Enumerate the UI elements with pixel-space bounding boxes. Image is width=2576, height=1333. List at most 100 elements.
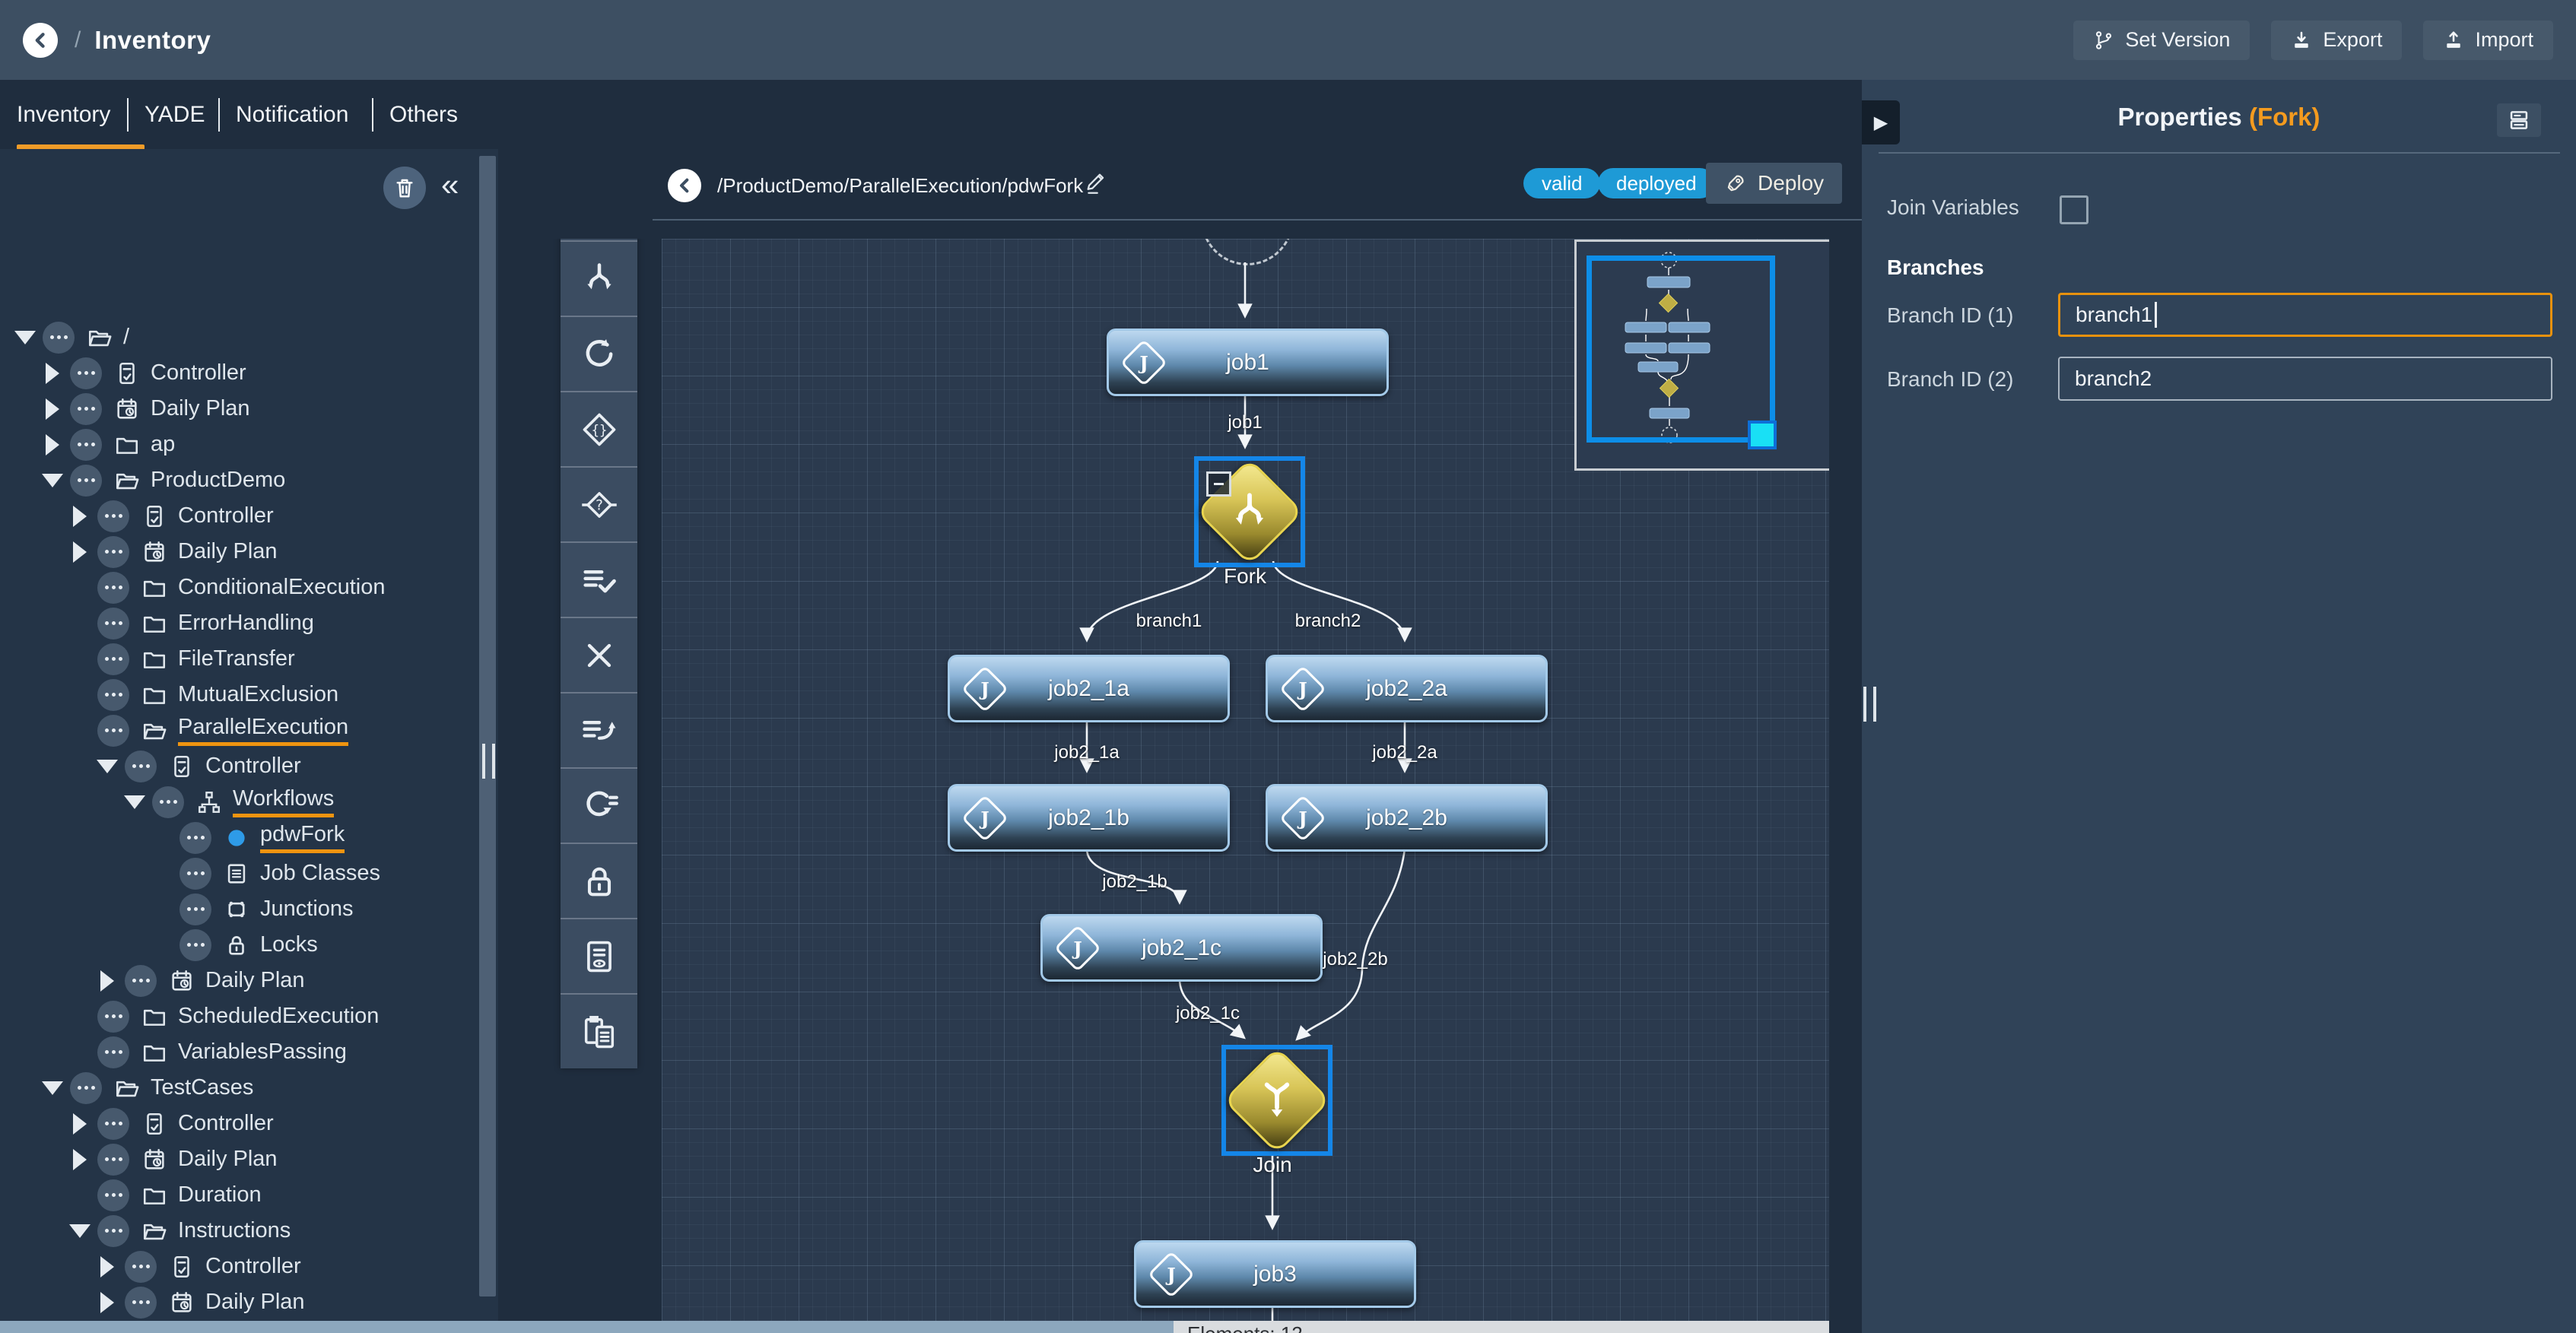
tree-item-scheduledexecution[interactable]: ScheduledExecution	[67, 998, 379, 1034]
row-menu-icon[interactable]	[125, 750, 157, 782]
tree-caret-icon[interactable]	[73, 1112, 87, 1135]
tree-caret-icon[interactable]	[100, 1291, 114, 1313]
row-menu-icon[interactable]	[125, 1286, 157, 1319]
tree-item-mutualexclusion[interactable]: MutualExclusion	[67, 677, 338, 713]
row-menu-icon[interactable]	[179, 821, 211, 854]
tab-notification[interactable]: Notification	[236, 101, 349, 127]
tree-caret-icon[interactable]	[46, 398, 59, 420]
palette-cycle-icon[interactable]	[561, 391, 637, 466]
tree-item-daily-plan[interactable]: Daily Plan	[94, 1284, 305, 1320]
tree-item-errorhandling[interactable]: ErrorHandling	[67, 605, 314, 641]
tree-item-controller[interactable]: Controller	[67, 1106, 274, 1141]
horizontal-scrollbar[interactable]	[0, 1321, 1174, 1333]
deploy-button[interactable]: Deploy	[1706, 163, 1843, 204]
row-menu-icon[interactable]	[179, 857, 211, 890]
row-menu-icon[interactable]	[97, 571, 129, 604]
tree-caret-icon[interactable]	[73, 1148, 87, 1170]
tree-item-locks[interactable]: Locks	[149, 927, 318, 963]
set-version-button[interactable]: Set Version	[2073, 20, 2250, 60]
tree-item-daily-plan[interactable]: Daily Plan	[67, 534, 278, 570]
minimap[interactable]	[1574, 240, 1829, 471]
tree-item-daily-plan[interactable]: Daily Plan	[94, 963, 305, 998]
row-menu-icon[interactable]	[97, 643, 129, 675]
row-menu-icon[interactable]	[97, 678, 129, 711]
sidebar-resize-handle[interactable]	[482, 744, 495, 779]
row-menu-icon[interactable]	[97, 714, 129, 747]
row-menu-icon[interactable]	[70, 357, 102, 389]
row-menu-icon[interactable]	[70, 464, 102, 497]
tree-item-conditionalexecution[interactable]: ConditionalExecution	[67, 570, 385, 605]
tree-item--[interactable]: /	[12, 319, 129, 355]
row-menu-icon[interactable]	[97, 1214, 129, 1247]
row-menu-icon[interactable]	[70, 392, 102, 425]
tree-caret-icon[interactable]	[69, 1224, 91, 1238]
tree-item-controller[interactable]: Controller	[40, 355, 246, 391]
tree-item-duration[interactable]: Duration	[67, 1177, 262, 1213]
palette-retry-icon[interactable]	[561, 316, 637, 391]
tree-item-filetransfer[interactable]: FileTransfer	[67, 641, 295, 677]
panel-menu-icon[interactable]	[2497, 103, 2541, 137]
tree-item-productdemo[interactable]: ProductDemo	[40, 462, 285, 498]
palette-post-notices-icon[interactable]	[561, 767, 637, 843]
tree-item-controller[interactable]: Controller	[94, 1249, 301, 1284]
export-button[interactable]: Export	[2271, 20, 2403, 60]
palette-lock-icon[interactable]	[561, 843, 637, 918]
workflow-back-button[interactable]	[668, 169, 701, 202]
tab-yade[interactable]: YADE	[145, 101, 205, 127]
palette-paste-icon[interactable]	[561, 993, 637, 1068]
tree-item-job-classes[interactable]: Job Classes	[149, 855, 380, 891]
tree-caret-icon[interactable]	[14, 330, 36, 344]
row-menu-icon[interactable]	[179, 928, 211, 961]
palette-prompt-icon[interactable]	[561, 918, 637, 993]
tree-caret-icon[interactable]	[42, 473, 63, 487]
branch-id-2-input[interactable]: branch2	[2058, 357, 2552, 401]
palette-finish-icon[interactable]	[561, 541, 637, 617]
tree-item-variablespassing[interactable]: VariablesPassing	[67, 1034, 347, 1070]
row-menu-icon[interactable]	[179, 893, 211, 925]
tree-caret-icon[interactable]	[46, 362, 59, 384]
row-menu-icon[interactable]	[70, 1071, 102, 1104]
tab-inventory[interactable]: Inventory	[17, 101, 111, 127]
palette-add-order-icon[interactable]	[561, 692, 637, 767]
row-menu-icon[interactable]	[97, 500, 129, 532]
tree-caret-icon[interactable]	[97, 759, 118, 773]
tree-item-instructions[interactable]: Instructions	[67, 1213, 291, 1249]
row-menu-icon[interactable]	[125, 964, 157, 997]
collapse-sidebar-icon[interactable]: «	[441, 167, 459, 202]
sidebar-vertical-scrollbar[interactable]	[479, 156, 496, 1297]
tree-caret-icon[interactable]	[73, 505, 87, 527]
fork-node-selected[interactable]	[1194, 456, 1305, 567]
back-button[interactable]	[23, 22, 58, 58]
collapse-fork-icon[interactable]	[1206, 471, 1231, 497]
palette-fail-icon[interactable]	[561, 617, 637, 692]
join-node-selected[interactable]	[1221, 1045, 1332, 1156]
tree-item-ap[interactable]: ap	[40, 427, 175, 462]
row-menu-icon[interactable]	[97, 1036, 129, 1068]
row-menu-icon[interactable]	[152, 786, 184, 818]
row-menu-icon[interactable]	[125, 1250, 157, 1283]
row-menu-icon[interactable]	[70, 428, 102, 461]
panel-resize-handle[interactable]	[1863, 687, 1876, 722]
row-menu-icon[interactable]	[43, 321, 75, 354]
panel-collapse-tab[interactable]: ▶	[1862, 100, 1900, 144]
tree-item-daily-plan[interactable]: Daily Plan	[40, 391, 250, 427]
tree-item-daily-plan[interactable]: Daily Plan	[67, 1141, 278, 1177]
row-menu-icon[interactable]	[97, 1179, 129, 1211]
row-menu-icon[interactable]	[97, 1143, 129, 1176]
tree-item-pdwfork[interactable]: pdwFork	[149, 820, 345, 855]
tree-caret-icon[interactable]	[100, 970, 114, 992]
tab-others[interactable]: Others	[389, 101, 459, 127]
palette-fork-icon[interactable]	[561, 240, 637, 316]
minimap-viewport-handle[interactable]	[1748, 421, 1777, 449]
tree-caret-icon[interactable]	[100, 1255, 114, 1277]
row-menu-icon[interactable]	[97, 1000, 129, 1033]
tree-caret-icon[interactable]	[46, 433, 59, 455]
tree-item-testcases[interactable]: TestCases	[40, 1070, 253, 1106]
row-menu-icon[interactable]	[97, 1107, 129, 1140]
tree-item-controller[interactable]: Controller	[67, 498, 274, 534]
